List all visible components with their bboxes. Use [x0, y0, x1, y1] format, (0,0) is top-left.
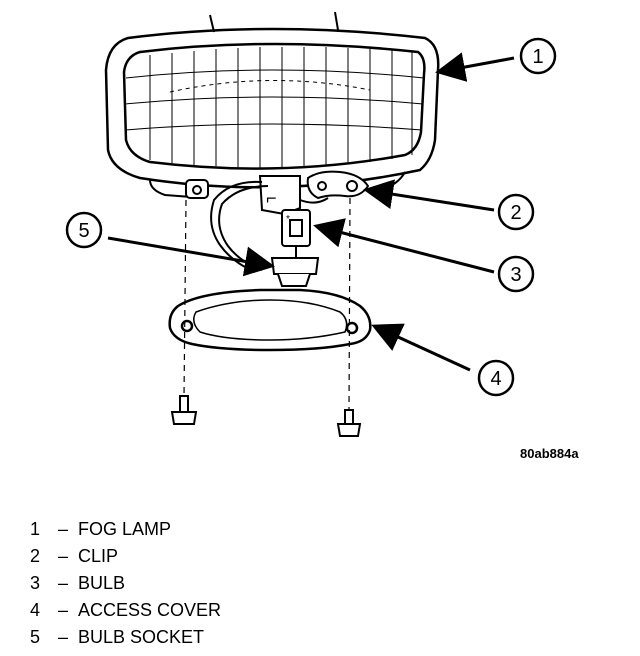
legend-separator: – [57, 519, 68, 539]
parts-legend: 1–FOG LAMP 2–CLIP 3–BULB 4–ACCESS COVER … [30, 516, 221, 651]
leader-arrows [107, 52, 515, 372]
screw-right [336, 409, 362, 437]
callout-3: 3 [497, 255, 535, 293]
svg-text:⌐: ⌐ [266, 188, 277, 208]
lamp-bracket: ⌐ [185, 175, 301, 216]
callout-number: 1 [532, 46, 543, 68]
svg-text:*: * [286, 214, 290, 225]
clip [306, 170, 370, 200]
legend-item-access-cover: 4–ACCESS COVER [30, 597, 221, 624]
callout-4: 4 [477, 359, 515, 397]
legend-number: 5 [30, 627, 41, 647]
lens-grid [124, 47, 425, 168]
legend-number: 1 [30, 519, 41, 539]
callout-5: 5 [65, 211, 103, 249]
legend-label: FOG LAMP [78, 519, 172, 539]
legend-separator: – [57, 627, 68, 647]
legend-separator: – [57, 600, 68, 620]
legend-number: 3 [30, 573, 41, 593]
access-cover [168, 288, 372, 352]
fog-lamp-housing [104, 27, 440, 199]
screw-left [170, 395, 198, 425]
bulb-socket [270, 257, 320, 287]
legend-item-bulb: 3–BULB [30, 570, 221, 597]
legend-item-bulb-socket: 5–BULB SOCKET [30, 624, 221, 651]
callout-number: 3 [510, 264, 521, 286]
legend-label: CLIP [78, 546, 119, 566]
legend-label: BULB [78, 573, 126, 593]
legend-separator: – [57, 573, 68, 593]
legend-label: BULB SOCKET [78, 627, 205, 647]
legend-separator: – [57, 546, 68, 566]
callout-number: 4 [490, 368, 501, 390]
callout-number: 5 [78, 220, 89, 242]
mounting-wires [209, 11, 339, 33]
bulb: * [281, 209, 311, 258]
callout-2: 2 [497, 193, 535, 231]
legend-label: ACCESS COVER [78, 600, 222, 620]
legend-item-fog-lamp: 1–FOG LAMP [30, 516, 221, 543]
callout-number: 2 [510, 202, 521, 224]
figure-code: 80ab884a [520, 446, 579, 461]
legend-number: 2 [30, 546, 41, 566]
legend-item-clip: 2–CLIP [30, 543, 221, 570]
callout-1: 1 [519, 37, 557, 75]
legend-number: 4 [30, 600, 41, 620]
fog-lamp-diagram: ⌐ * [65, 11, 557, 437]
